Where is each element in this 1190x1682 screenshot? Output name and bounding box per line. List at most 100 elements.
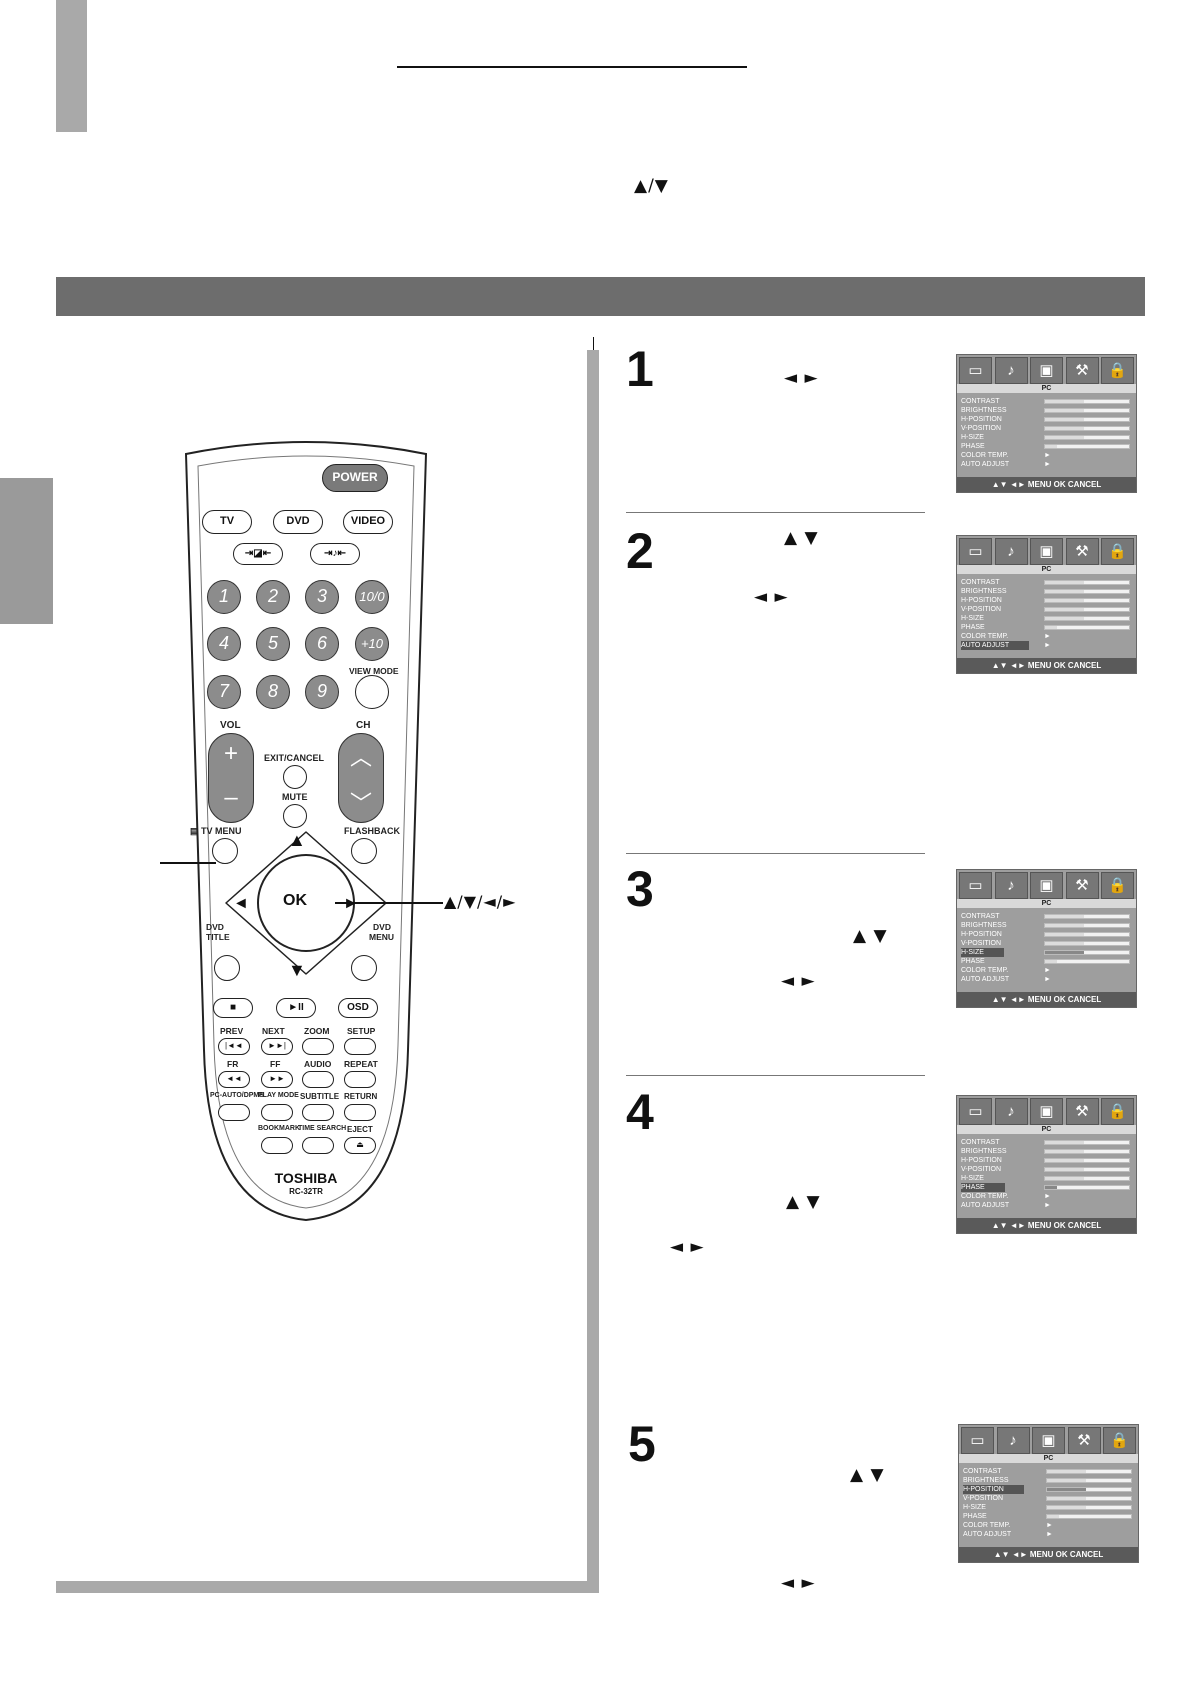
channel-down-icon[interactable]: ﹀ [349, 791, 372, 816]
menu-title: PC [957, 565, 1136, 574]
menu-item-slider-fill [1045, 409, 1084, 412]
menu-item-label: COLOR TEMP. [963, 1522, 1011, 1529]
menu-item: PHASE [963, 1512, 1135, 1521]
digit-9-button[interactable]: 9 [305, 675, 339, 709]
tv-button[interactable]: TV [202, 510, 252, 534]
video-button[interactable]: VIDEO [343, 510, 393, 534]
menu-item-label: COLOR TEMP. [961, 633, 1009, 640]
stop-button[interactable]: ■ [213, 998, 253, 1018]
bookmark-button[interactable] [261, 1137, 293, 1154]
menu-item-slider-fill [1045, 590, 1084, 593]
audio-button[interactable] [302, 1071, 334, 1088]
menu-item-slider [1044, 417, 1130, 422]
subtitle-button[interactable] [302, 1104, 334, 1121]
menu-item-slider [1046, 1487, 1132, 1492]
setup-icon: ⚒ [1065, 357, 1099, 384]
play-mode-button[interactable] [261, 1104, 293, 1121]
menu-item-slider [1044, 1149, 1130, 1154]
menu-item-slider [1044, 1176, 1130, 1181]
exit-cancel-button[interactable] [283, 765, 307, 789]
dvd-title-button[interactable] [214, 955, 240, 981]
section-banner [56, 277, 1145, 316]
menu-item-slider-fill [1045, 427, 1084, 430]
setup-icon: ⚒ [1067, 1427, 1101, 1454]
digit-2-button[interactable]: 2 [256, 580, 290, 614]
channel-rocker[interactable]: ︿ ﹀ [338, 733, 384, 823]
menu-title: PC [959, 1454, 1138, 1463]
dpad-ring[interactable] [218, 828, 394, 978]
menu-item-label: H-SIZE [961, 948, 1004, 957]
volume-down-icon[interactable]: – [224, 784, 238, 811]
menu-item: H-POSITION [961, 1156, 1133, 1165]
time-search-button[interactable] [302, 1137, 334, 1154]
arrows-callout-line [335, 902, 443, 904]
digit-5-button[interactable]: 5 [256, 627, 290, 661]
submenu-arrow-icon: ► [1044, 642, 1051, 649]
plus-10-button[interactable]: +10 [355, 627, 389, 661]
menu-item-slider-fill [1045, 599, 1084, 602]
digit-7-button[interactable]: 7 [207, 675, 241, 709]
ok-button[interactable]: OK [283, 892, 307, 909]
column-tick [593, 337, 594, 350]
sound-mode-button[interactable]: ⇥♪⇤ [310, 543, 360, 565]
menu-item-label: H-SIZE [961, 615, 984, 622]
menu-item-label: AUTO ADJUST [961, 1202, 1010, 1209]
fr-button[interactable]: ◄◄ [218, 1071, 250, 1088]
play-pause-button[interactable]: ►II [276, 998, 316, 1018]
dpad-left-icon[interactable]: ◄ [233, 895, 249, 912]
volume-up-icon[interactable]: + [223, 740, 238, 767]
prev-button[interactable]: |◄◄ [218, 1038, 250, 1055]
digit-1-button[interactable]: 1 [207, 580, 241, 614]
menu-item-label: PHASE [961, 1183, 1005, 1192]
repeat-button[interactable] [344, 1071, 376, 1088]
step-divider-1 [626, 512, 925, 513]
menu-item-slider-fill [1045, 942, 1084, 945]
pc-auto-button[interactable] [218, 1104, 250, 1121]
digit-6-button[interactable]: 6 [305, 627, 339, 661]
menu-item-label: CONTRAST [961, 913, 1000, 920]
zoom-button[interactable] [302, 1038, 334, 1055]
step-3-arrows-lr: ◄ ► [781, 971, 816, 991]
ff-button[interactable]: ►► [261, 1071, 293, 1088]
dpad-down-icon[interactable]: ▼ [288, 960, 306, 980]
volume-rocker[interactable]: + – [208, 733, 254, 823]
submenu-arrow-icon: ► [1044, 976, 1051, 983]
arrows-callout-text: ▲/▼/◄/► [444, 892, 517, 911]
menu-item-slider [1046, 1469, 1132, 1474]
menu-item: COLOR TEMP.► [961, 632, 1133, 641]
setup-button[interactable] [344, 1038, 376, 1055]
eject-button[interactable]: ⏏ [344, 1137, 376, 1154]
menu-item: AUTO ADJUST► [961, 1201, 1133, 1210]
mute-button[interactable] [283, 804, 307, 828]
next-button[interactable]: ►►| [261, 1038, 293, 1055]
dpad-up-icon[interactable]: ▲ [288, 830, 306, 850]
menu-icon-bar: ▭♪▣⚒🔒 [959, 872, 1134, 899]
picture-mode-button[interactable]: ⇥◪⇤ [233, 543, 283, 565]
tv-menu-button[interactable] [212, 838, 238, 864]
flashback-label: FLASHBACK [344, 826, 400, 836]
dvd-menu-button[interactable] [351, 955, 377, 981]
menu-item-slider [1044, 914, 1130, 919]
menu-item: PHASE [961, 442, 1133, 451]
menu-item-label: H-POSITION [961, 1157, 1002, 1164]
menu-item-slider [1044, 932, 1130, 937]
osd-button[interactable]: OSD [338, 998, 378, 1018]
menu-item-slider [1044, 625, 1130, 630]
menu-item-slider [1044, 959, 1130, 964]
menu-item: AUTO ADJUST► [961, 975, 1133, 984]
flashback-button[interactable] [351, 838, 377, 864]
menu-item-label: V-POSITION [961, 425, 1002, 432]
lock-icon: 🔒 [1103, 1427, 1136, 1454]
digit-3-button[interactable]: 3 [305, 580, 339, 614]
digit-8-button[interactable]: 8 [256, 675, 290, 709]
power-button[interactable]: POWER [322, 464, 388, 492]
channel-up-icon[interactable]: ︿ [349, 745, 372, 770]
view-mode-button[interactable] [355, 675, 389, 709]
dvd-button[interactable]: DVD [273, 510, 323, 534]
mute-label: MUTE [282, 792, 308, 802]
digit-10-0-button[interactable]: 10/0 [355, 580, 389, 614]
dpad-right-icon[interactable]: ► [343, 895, 359, 912]
return-button[interactable] [344, 1104, 376, 1121]
digit-4-button[interactable]: 4 [207, 627, 241, 661]
